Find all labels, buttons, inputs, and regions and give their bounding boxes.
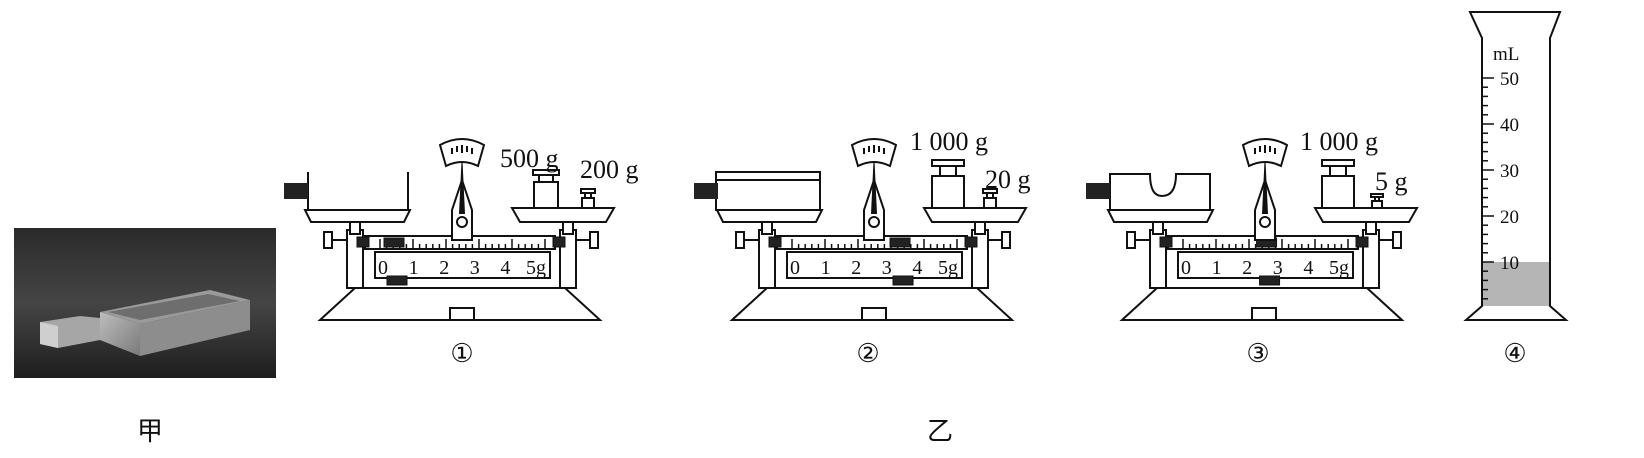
tray-object bbox=[307, 172, 409, 210]
photo-panel: 甲 bbox=[14, 228, 276, 446]
scale-label: 5g bbox=[1329, 257, 1349, 279]
right-pan-stand bbox=[562, 221, 574, 235]
scale-ticks-group bbox=[791, 239, 958, 249]
scale-label: 2 bbox=[1242, 257, 1252, 279]
cylinder-unit: mL bbox=[1493, 44, 1519, 65]
right-pan bbox=[1313, 207, 1419, 223]
weight-large bbox=[931, 175, 965, 209]
rider-bottom bbox=[1259, 275, 1281, 286]
cylinder-tick-label: 50 bbox=[1500, 69, 1519, 90]
balance-caption: ③ bbox=[1246, 339, 1269, 368]
graduated-cylinder: mL 10 20 30 40 50 ④ bbox=[1463, 11, 1569, 368]
weight-small bbox=[581, 197, 595, 209]
left-pan-stand bbox=[1152, 221, 1164, 235]
right-pan bbox=[922, 207, 1028, 223]
knob-left-icon bbox=[1126, 231, 1136, 249]
rider bbox=[383, 237, 405, 248]
weight-label-small: 5 g bbox=[1375, 167, 1408, 196]
pointer-needle bbox=[459, 150, 465, 214]
knob-right-icon bbox=[1001, 231, 1011, 249]
scale-label: 4 bbox=[912, 257, 922, 279]
balance-foot bbox=[1251, 307, 1277, 321]
knob-right-icon bbox=[1392, 231, 1402, 249]
left-pan-stand bbox=[761, 221, 773, 235]
scale-label: 5g bbox=[938, 257, 958, 279]
left-pan bbox=[303, 209, 412, 223]
left-pan bbox=[715, 209, 824, 223]
cylinder-liquid bbox=[1482, 262, 1550, 306]
pointer-needle bbox=[871, 150, 877, 214]
group-caption: 乙 bbox=[927, 417, 953, 446]
right-pan-stand bbox=[1365, 221, 1377, 235]
scale-label: 4 bbox=[500, 257, 510, 279]
scale-label: 2 bbox=[851, 257, 861, 279]
weight-label-small: 20 g bbox=[985, 165, 1031, 194]
scale-label: 1 bbox=[821, 257, 831, 279]
weight-small bbox=[1371, 200, 1383, 209]
scale-label: 3 bbox=[470, 257, 480, 279]
scale-label: 3 bbox=[1273, 257, 1283, 279]
right-pan bbox=[510, 207, 616, 223]
balance-caption: ② bbox=[856, 339, 879, 368]
knob-right-icon bbox=[589, 231, 599, 249]
weight-label-large: 500 g bbox=[500, 144, 559, 173]
left-pan bbox=[1106, 209, 1215, 223]
scale-label: 5g bbox=[526, 257, 546, 279]
right-pan-stand bbox=[974, 221, 986, 235]
photo-tray-side bbox=[140, 300, 250, 356]
photo-caption: 甲 bbox=[137, 417, 163, 446]
balance-foot bbox=[861, 307, 887, 321]
scale-ticks-group bbox=[1182, 239, 1349, 249]
photo-tray-front bbox=[100, 312, 140, 356]
weight-large bbox=[533, 181, 559, 209]
box-object bbox=[715, 171, 821, 211]
knob-left-icon bbox=[323, 231, 333, 249]
grooved-block-object bbox=[1109, 173, 1211, 211]
block-handle bbox=[1086, 183, 1110, 199]
scale-label: 4 bbox=[1303, 257, 1313, 279]
photo-tray-inner bbox=[108, 294, 240, 320]
knob-left-icon bbox=[735, 231, 745, 249]
weight-label-small: 200 g bbox=[580, 155, 639, 184]
cylinder-tick-label: 20 bbox=[1500, 207, 1519, 228]
photo-tray-handle-end bbox=[40, 322, 58, 348]
weight-label-large: 1 000 g bbox=[1300, 127, 1378, 156]
scale-label: 2 bbox=[439, 257, 449, 279]
scale-label: 0 bbox=[378, 257, 388, 279]
weight-large bbox=[1321, 175, 1355, 209]
cylinder-tick-label: 40 bbox=[1500, 115, 1519, 136]
pointer-needle bbox=[1262, 150, 1268, 214]
rider-bottom bbox=[386, 275, 408, 286]
weight-label-large: 1 000 g bbox=[910, 127, 988, 156]
balance-caption: ① bbox=[450, 339, 473, 368]
left-pan-stand bbox=[349, 221, 361, 235]
scale-label: 0 bbox=[790, 257, 800, 279]
box-handle bbox=[694, 183, 718, 199]
scale-label: 0 bbox=[1181, 257, 1191, 279]
cylinder-tick-label: 30 bbox=[1500, 161, 1519, 182]
weight-small bbox=[983, 197, 997, 209]
tray-handle bbox=[284, 183, 308, 199]
rider bbox=[889, 237, 911, 248]
balance-foot bbox=[449, 307, 475, 321]
scale-label: 1 bbox=[409, 257, 419, 279]
rider-bottom bbox=[892, 275, 914, 286]
cylinder-caption: ④ bbox=[1503, 339, 1526, 368]
scale-label: 1 bbox=[1212, 257, 1222, 279]
cylinder-tick-label: 10 bbox=[1500, 253, 1519, 274]
scale-label: 3 bbox=[882, 257, 892, 279]
cylinder-ticks: 10 20 30 40 50 bbox=[1482, 69, 1519, 300]
